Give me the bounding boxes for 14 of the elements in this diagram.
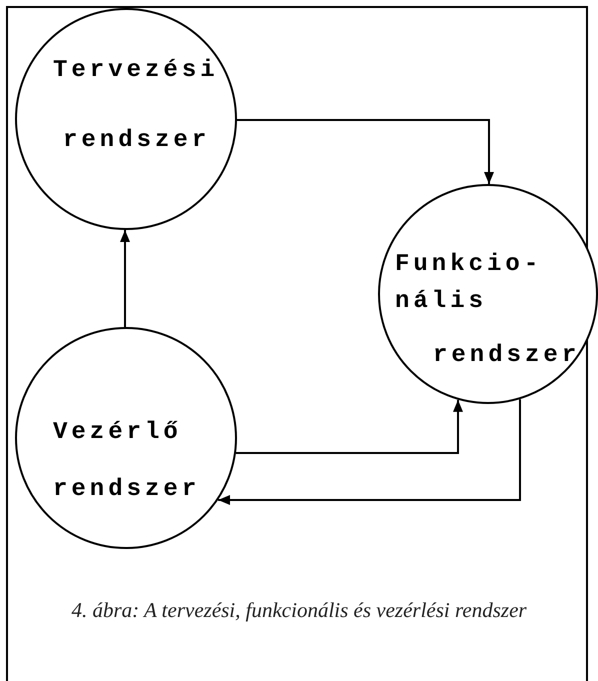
- arrow: [236, 400, 463, 454]
- circle-node: [15, 327, 237, 549]
- arrow: [218, 399, 521, 505]
- circle-node: [378, 184, 598, 404]
- node-label: rendszer: [53, 475, 200, 504]
- node-label: rendszer: [63, 126, 210, 155]
- node-label: Tervezési: [53, 56, 219, 85]
- arrow: [120, 230, 130, 327]
- arrow: [237, 119, 494, 184]
- node-label: Vezérlő: [53, 418, 182, 447]
- figure-caption: 4. ábra: A tervezési, funkcionális és vezérlési rendszer: [70, 597, 528, 624]
- node-label: Funkcio- nális: [395, 250, 544, 317]
- circle-node: [15, 8, 237, 230]
- node-label: rendszer: [433, 341, 580, 370]
